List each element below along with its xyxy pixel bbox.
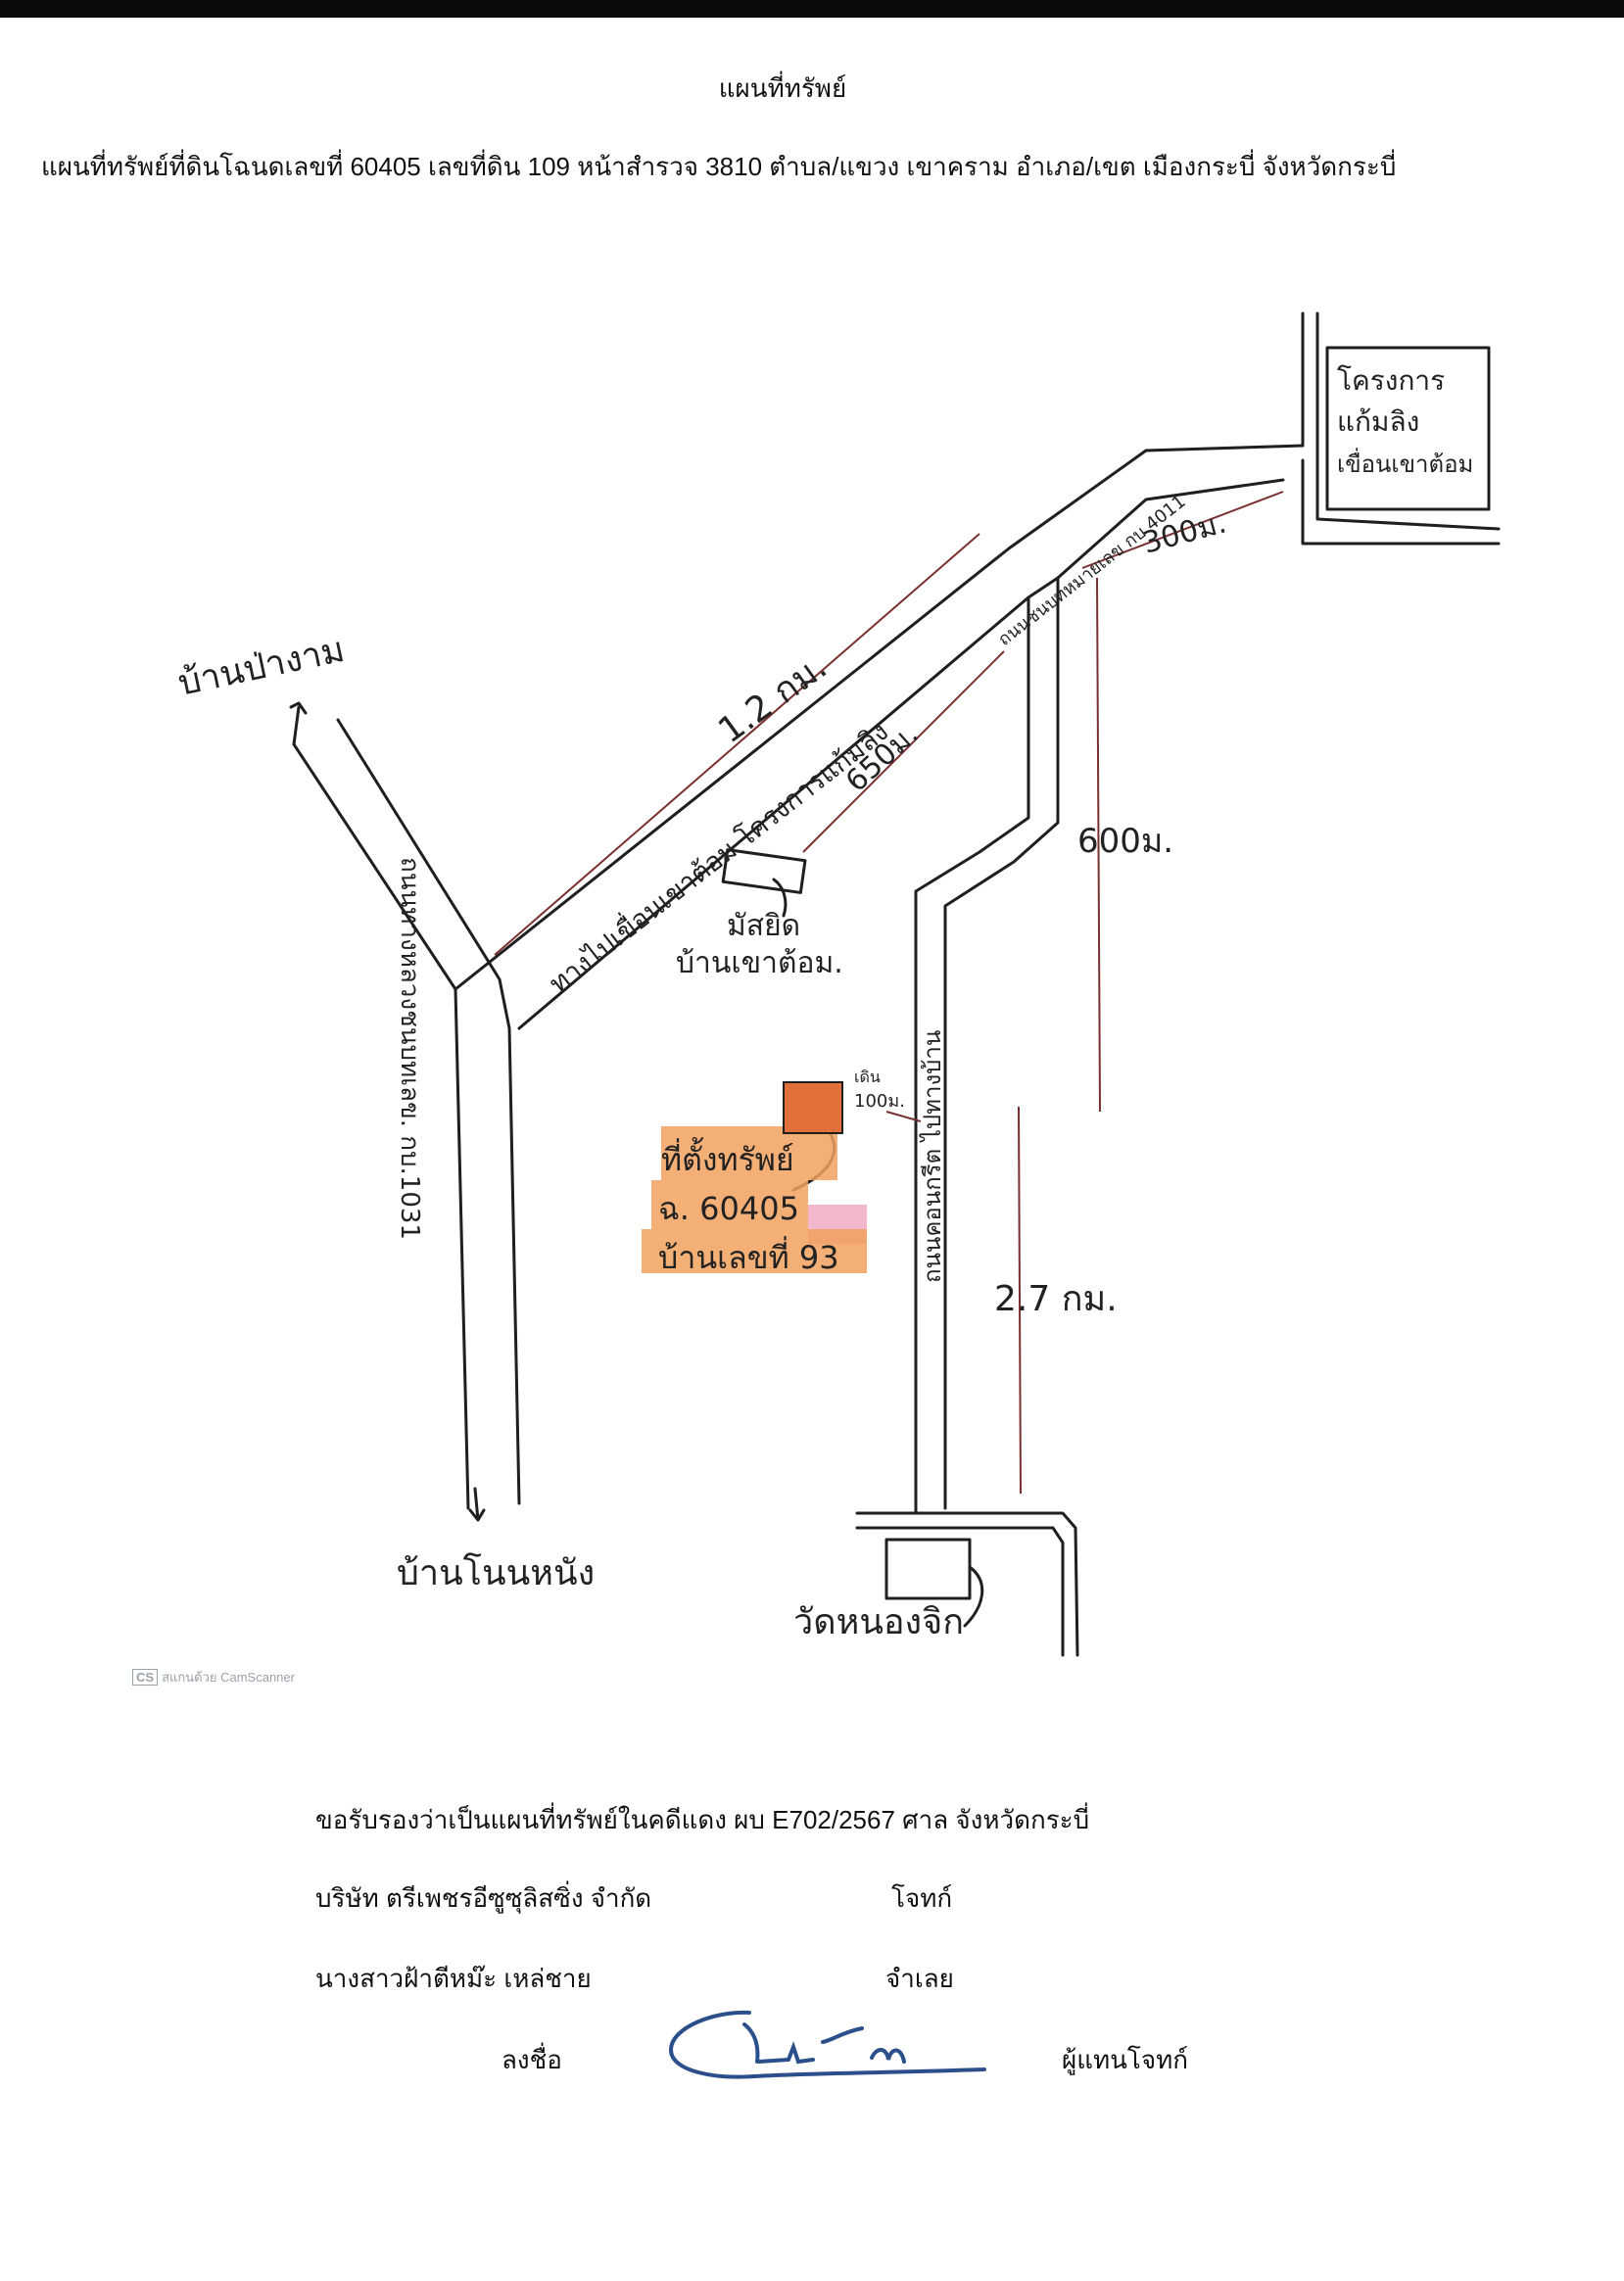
- label-ban-pa-ngam: บ้านป่างาม: [174, 630, 348, 704]
- sign-label: ลงชื่อ: [502, 2045, 562, 2074]
- plaintiff-name: บริษัท ตรีเพชรอีซูซุลิสซิ่ง จำกัด: [315, 1883, 652, 1913]
- defendant-role: จำเลย: [885, 1964, 954, 1993]
- dim-650m: [802, 650, 1005, 853]
- map-svg: โครงการ แก้มลิง เขื่อนเขาต้อม บ้านป่างาม…: [174, 311, 1501, 1657]
- property-square: [783, 1081, 843, 1134]
- road-local-left-edge: [914, 595, 1030, 1515]
- road-kb1031-left-edge: [292, 742, 470, 1510]
- label-walk-2: 100ม.: [854, 1091, 905, 1112]
- label-ban-non-nang: บ้านโนนหนัง: [397, 1552, 595, 1593]
- label-road-local: ถนนคอนกรีต ไปทางบ้าน: [919, 1030, 946, 1283]
- walk-dim: [885, 1111, 922, 1122]
- camscanner-icon: CS: [132, 1669, 159, 1686]
- property-orange-block-2: [651, 1180, 808, 1229]
- road-to-project-upper: [454, 444, 1305, 991]
- property-orange-block-3: [642, 1229, 867, 1273]
- signer-role: ผู้แทนโจทก์: [1062, 2045, 1188, 2074]
- temple-box: [884, 1538, 972, 1600]
- label-walk-1: เดิน: [854, 1068, 881, 1086]
- certification-statement: ขอรับรองว่าเป็นแผนที่ทรัพย์ในคดีแดง ผบ E…: [315, 1805, 1090, 1834]
- dim-300m: [1081, 491, 1284, 569]
- project-box: [1325, 346, 1491, 511]
- dim-600m: [1096, 577, 1101, 1113]
- label-road-kb1031: ถนนทางหลวงชนบทเลข. กบ.1031: [395, 857, 424, 1240]
- label-wat-nong-chik: วัดหนองจิก: [793, 1602, 964, 1642]
- camscanner-text: สแกนด้วย CamScanner: [162, 1670, 295, 1685]
- label-project-1: โครงการ: [1337, 364, 1445, 397]
- scan-edge: [0, 0, 1624, 18]
- page-title: แผนที่ทรัพย์: [718, 73, 847, 103]
- label-project-2: แก้มลิง: [1337, 405, 1419, 438]
- plaintiff-role: โจทก์: [891, 1883, 953, 1913]
- property-orange-block-1: [661, 1126, 837, 1180]
- label-mosque-1: มัสยิด: [727, 909, 800, 943]
- arrow-down-icon: [468, 1487, 486, 1522]
- label-project-3: เขื่อนเขาต้อม: [1337, 448, 1473, 478]
- road-kb1031-right-edge: [336, 718, 521, 1505]
- defendant-name: นางสาวฝ้าตีหม๊ะ เหล่ชาย: [315, 1964, 592, 1993]
- temple-arrow-icon: [963, 1565, 984, 1628]
- project-frame: [1301, 311, 1501, 546]
- signature-image: [668, 2010, 986, 2079]
- label-property-1: ที่ตั้งทรัพย์: [661, 1137, 794, 1178]
- mosque-box: [721, 848, 807, 894]
- dim-1-2km: [494, 533, 980, 956]
- label-2-7km: 2.7 กม.: [994, 1279, 1118, 1319]
- bottom-road: [855, 1511, 1079, 1657]
- deed-header: แผนที่ทรัพย์ที่ดินโฉนดเลขที่ 60405 เลขที…: [41, 152, 1397, 181]
- label-property-2: ฉ. 60405: [658, 1190, 799, 1227]
- hand-drawn-map: โครงการ แก้มลิง เขื่อนเขาต้อม บ้านป่างาม…: [0, 274, 1624, 1685]
- label-property-3: บ้านเลขที่ 93: [658, 1236, 839, 1276]
- mosque-arrow-icon: [772, 878, 788, 918]
- arrow-up-icon: [289, 701, 308, 746]
- label-600m: 600ม.: [1077, 822, 1173, 861]
- label-mosque-2: บ้านเขาต้อม.: [676, 946, 843, 980]
- road-local-right-edge: [943, 576, 1060, 1510]
- dim-2-7km: [1018, 1106, 1022, 1495]
- label-road-kb4011: ถนนชนบทหมายเลข กบ 4011: [994, 492, 1190, 650]
